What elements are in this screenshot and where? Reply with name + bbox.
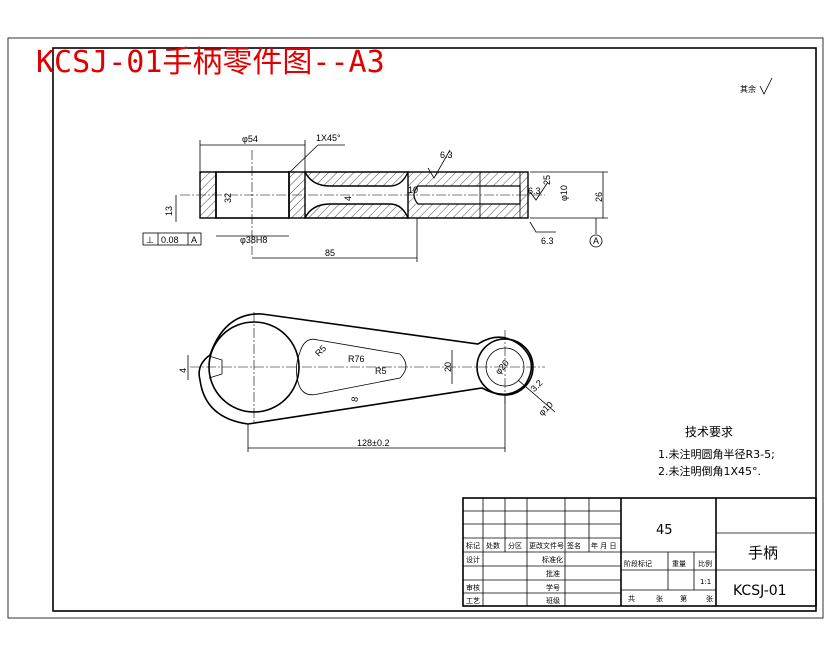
dim-w4: 4 [178, 368, 188, 373]
dim-hole: φ10 [559, 185, 569, 201]
ra-bottom: 6.3 [541, 236, 554, 246]
dim-d20: φ20 [493, 358, 511, 377]
dim-len85: 85 [325, 248, 335, 258]
row-header-6: 年 月 日 [591, 541, 616, 550]
drawing-number: KCSJ-01 [733, 583, 787, 599]
row-header-5: 签名 [567, 541, 581, 550]
ra-right: 6.3 [528, 186, 541, 196]
dim-d4: 4 [343, 196, 353, 201]
dim-w25: 25 [542, 175, 552, 185]
stage-header-3: 比例 [698, 559, 712, 568]
mid-label-1: 标准化 [542, 555, 563, 564]
row-header-4: 更改文件号 [529, 541, 564, 550]
technical-requirements: 技术要求 1.未注明圆角半径R3-5; 2.未注明倒角1X45°. [658, 425, 775, 478]
outer-border [7, 37, 824, 619]
scale-value: 1:1 [700, 578, 711, 586]
tech-req-item-1: 1.未注明圆角半径R3-5; [658, 447, 775, 461]
sheet-label-3: 第 [680, 594, 687, 603]
tech-req-item-2: 2.未注明倒角1X45°. [658, 464, 761, 478]
ra-top: 6.3 [440, 150, 453, 160]
dim-r10: 10 [408, 185, 418, 195]
dim-phi54: φ54 [242, 134, 258, 144]
mid-label-4: 班级 [546, 596, 560, 605]
mid-label-3: 学号 [546, 583, 560, 592]
stage-header-1: 阶段标记 [624, 559, 652, 568]
sheet-label-2: 张 [656, 594, 663, 603]
dim-r76: R76 [348, 354, 365, 364]
plan-view: R5 R76 R5 8 4 20 φ20 3.2 φ10 128±0.2 [178, 312, 556, 452]
dim-h13: 13 [164, 206, 174, 216]
dim-r25: R5 [313, 343, 328, 358]
drawing-title: KCSJ-01手柄零件图--A3 [36, 45, 385, 80]
surface-finish-note-text: 其余 [740, 84, 756, 94]
gdt-perp: ⊥ [146, 235, 154, 245]
dim-h20: 20 [443, 362, 453, 372]
dim-d10: φ10 [537, 399, 555, 417]
inner-border [52, 47, 817, 612]
surface-finish-note: 其余 [740, 77, 773, 95]
datum-a-marker: A [593, 236, 599, 246]
left-label-3: 审核 [466, 583, 480, 592]
dim-w8: 8 [349, 396, 360, 403]
left-label-1: 设计 [466, 555, 480, 564]
dim-r32: 32 [223, 193, 233, 203]
material: 45 [656, 523, 673, 538]
dim-chamfer: 1X45° [316, 133, 341, 143]
row-header-2: 处数 [486, 541, 500, 550]
part-name: 手柄 [748, 544, 778, 562]
dim-h26: 26 [594, 192, 604, 202]
sheet-label-4: 张 [706, 594, 713, 603]
sheet-label-1: 共 [628, 594, 635, 603]
row-header-1: 标记 [466, 541, 480, 550]
gdt-datum: A [191, 235, 197, 245]
mid-label-2: 批准 [546, 569, 560, 578]
dim-total-length: 128±0.2 [357, 438, 389, 448]
stage-header-2: 重量 [672, 560, 686, 568]
dim-r5: R5 [375, 366, 387, 376]
dim-bore: φ38H8 [240, 235, 267, 245]
row-header-3: 分区 [508, 541, 522, 550]
gdt-value: 0.08 [161, 235, 179, 245]
title-block: 标记 处数 分区 更改文件号 签名 年 月 日 设计 审核 工艺 标准化 批准 … [462, 497, 817, 607]
section-view: φ54 1X45° 32 13 ⊥ 0.08 A φ38H8 85 6.3 6.… [142, 133, 608, 262]
left-label-4: 工艺 [466, 597, 480, 605]
tech-req-heading: 技术要求 [685, 425, 733, 439]
